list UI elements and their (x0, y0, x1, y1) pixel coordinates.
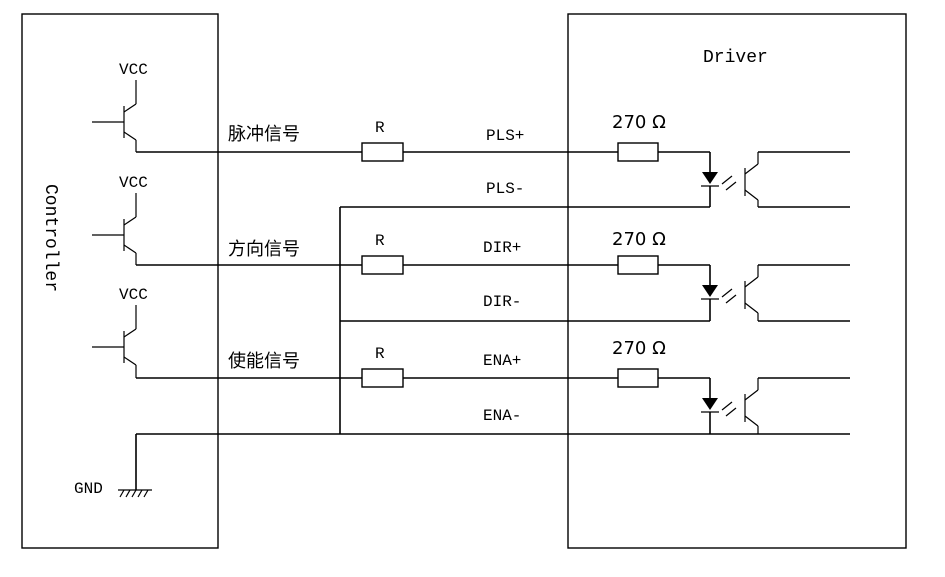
phototransistor-icon (744, 152, 759, 207)
transistor-icon (92, 80, 137, 152)
light-arrows-icon (721, 175, 737, 191)
resistor-label: R (375, 345, 385, 363)
resistor-270-label: 270 Ω (612, 338, 666, 359)
driver-title: Driver (703, 48, 768, 68)
channel-pulse: VCC R 脉冲信号 PLS+ PLS- 270 Ω (92, 61, 850, 208)
phototransistor-icon (744, 378, 759, 434)
driver-box (567, 13, 907, 549)
vcc-label: VCC (119, 174, 148, 192)
gnd-label: GND (74, 480, 103, 498)
neg-label: DIR- (483, 293, 521, 311)
transistor-icon (92, 305, 137, 378)
resistor-270-label: 270 Ω (612, 112, 666, 133)
neg-label: ENA- (483, 407, 521, 425)
ground-icon (118, 489, 152, 498)
pos-label: DIR+ (483, 239, 521, 257)
pos-label: ENA+ (483, 352, 521, 370)
neg-label: PLS- (486, 180, 524, 198)
vcc-label: VCC (119, 61, 148, 79)
controller-box (21, 13, 219, 549)
resistor-label: R (375, 119, 385, 137)
phototransistor-icon (744, 265, 759, 321)
controller-title: Controller (40, 184, 60, 292)
led-icon (702, 285, 718, 297)
pos-label: PLS+ (486, 127, 524, 145)
resistor-r (361, 142, 404, 162)
signal-label: 使能信号 (228, 351, 300, 372)
led-icon (702, 398, 718, 410)
resistor-r (361, 255, 404, 275)
light-arrows-icon (721, 401, 737, 417)
channel-direction: VCC R 方向信号 DIR+ DIR- 270 Ω (92, 174, 850, 322)
resistor-270-label: 270 Ω (612, 229, 666, 250)
vcc-label: VCC (119, 286, 148, 304)
transistor-icon (92, 193, 137, 265)
resistor-label: R (375, 232, 385, 250)
resistor-270 (617, 368, 659, 388)
resistor-r (361, 368, 404, 388)
resistor-270 (617, 255, 659, 275)
signal-label: 方向信号 (228, 239, 300, 260)
signal-label: 脉冲信号 (228, 124, 300, 145)
led-icon (702, 172, 718, 184)
channel-enable: VCC R 使能信号 ENA+ ENA- 270 Ω (92, 286, 850, 434)
light-arrows-icon (721, 288, 737, 304)
resistor-270 (617, 142, 659, 162)
